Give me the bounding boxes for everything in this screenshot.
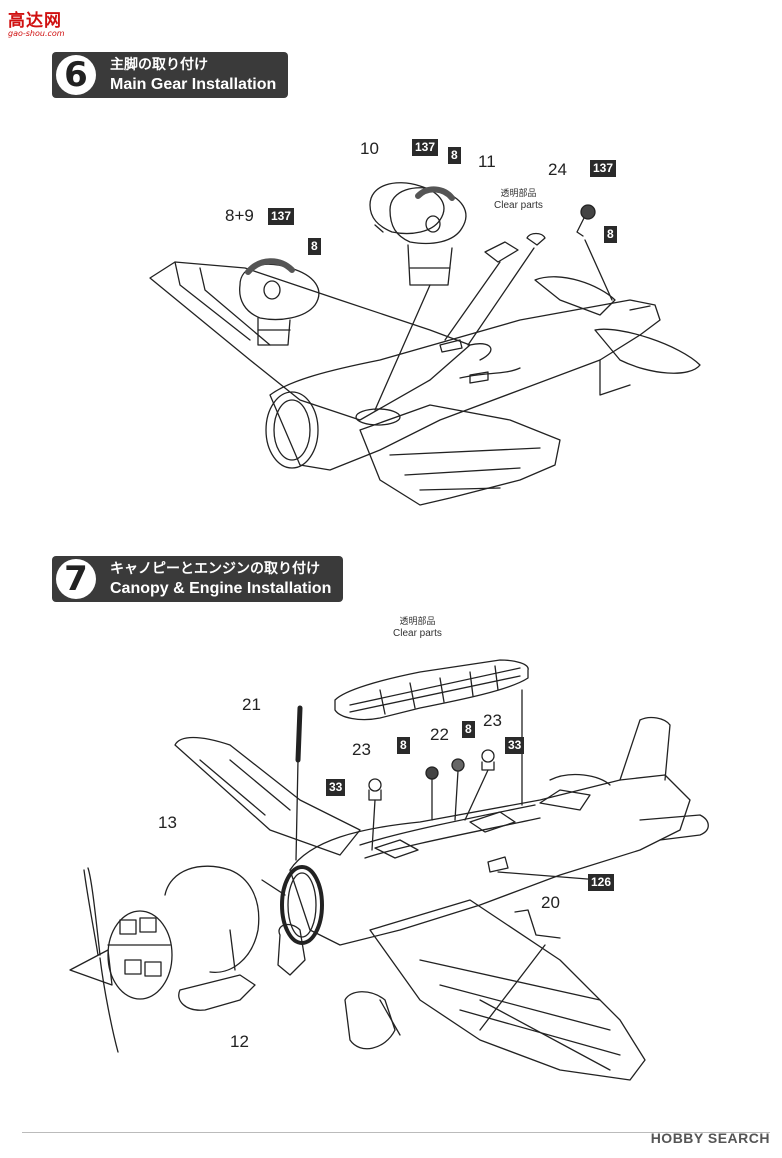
watermark-brand: 高达网	[8, 11, 62, 31]
arrow-10-11	[374, 284, 431, 411]
step7-clear-en: Clear parts	[393, 628, 442, 639]
part-21-aerial	[295, 705, 303, 763]
part-8-9-wheel-fairing	[239, 258, 320, 346]
step-7-title-en: Canopy & Engine Installation	[110, 580, 332, 597]
step-6-title-jp: 主脚の取り付け	[110, 57, 208, 73]
step-7-title-jp: キャノピーとエンジンの取り付け	[110, 561, 320, 577]
canopy-clear-part	[334, 659, 529, 721]
step6-clear-jp: 透明部品	[500, 189, 537, 199]
part-box-8-a: 8	[448, 147, 461, 164]
part-22-lamp	[451, 758, 465, 821]
part-box-137-a: 137	[412, 139, 439, 156]
step-6-number: 6	[56, 55, 96, 95]
part-label-23-a: 23	[352, 740, 371, 759]
part-label-11: 11	[478, 152, 496, 171]
part-box-33-b: 33	[505, 737, 525, 754]
part-label-23-b: 23	[483, 711, 502, 730]
part-8-lamp	[425, 766, 439, 821]
clear-part-lens-a	[484, 241, 519, 263]
part-label-21: 21	[242, 695, 261, 714]
part-23-left	[368, 778, 382, 801]
part-box-137-c: 137	[590, 160, 617, 177]
step-6-title-en: Main Gear Installation	[110, 76, 277, 93]
step7-clear-parts-note: 透明部品 Clear parts	[393, 616, 442, 640]
site-watermark: 高达网 gao-shou.com	[8, 6, 65, 38]
part-box-8-c: 8	[604, 226, 617, 243]
part-box-8-b: 8	[308, 238, 321, 255]
part-box-8-step7-a: 8	[397, 737, 410, 754]
step-7-number: 7	[56, 559, 96, 599]
part-label-24: 24	[548, 160, 567, 179]
step6-clear-en: Clear parts	[494, 200, 543, 211]
part-23-right	[464, 749, 495, 821]
watermark-site: gao-shou.com	[8, 29, 65, 38]
part-label-12: 12	[230, 1032, 249, 1051]
hobby-search-watermark: HOBBY SEARCH	[650, 1130, 770, 1146]
part-20-bracket	[514, 909, 561, 939]
part-24-post	[576, 204, 596, 237]
part-box-126: 126	[588, 874, 615, 891]
part-label-10: 10	[360, 139, 379, 158]
step-7-header: 7 キャノピーとエンジンの取り付け Canopy & Engine Instal…	[52, 556, 344, 602]
step7-aircraft	[69, 716, 709, 1081]
part-label-13: 13	[158, 813, 177, 832]
part-label-8-9: 8+9	[225, 206, 254, 225]
step6-aircraft-underside	[149, 261, 701, 506]
part-box-137-b: 137	[268, 208, 295, 225]
step6-clear-parts-note: 透明部品 Clear parts	[494, 188, 543, 212]
step-6-header: 6 主脚の取り付け Main Gear Installation	[52, 52, 289, 98]
step7-clear-jp: 透明部品	[399, 617, 436, 627]
page-bottom-rule	[22, 1132, 770, 1133]
clear-part-lens-b	[526, 232, 546, 246]
part-10-11-wheel-fairing	[369, 182, 467, 286]
part-box-33-a: 33	[326, 779, 346, 796]
part-box-8-step7-b: 8	[462, 721, 475, 738]
part-label-20: 20	[541, 893, 560, 912]
part-label-22: 22	[430, 725, 449, 744]
